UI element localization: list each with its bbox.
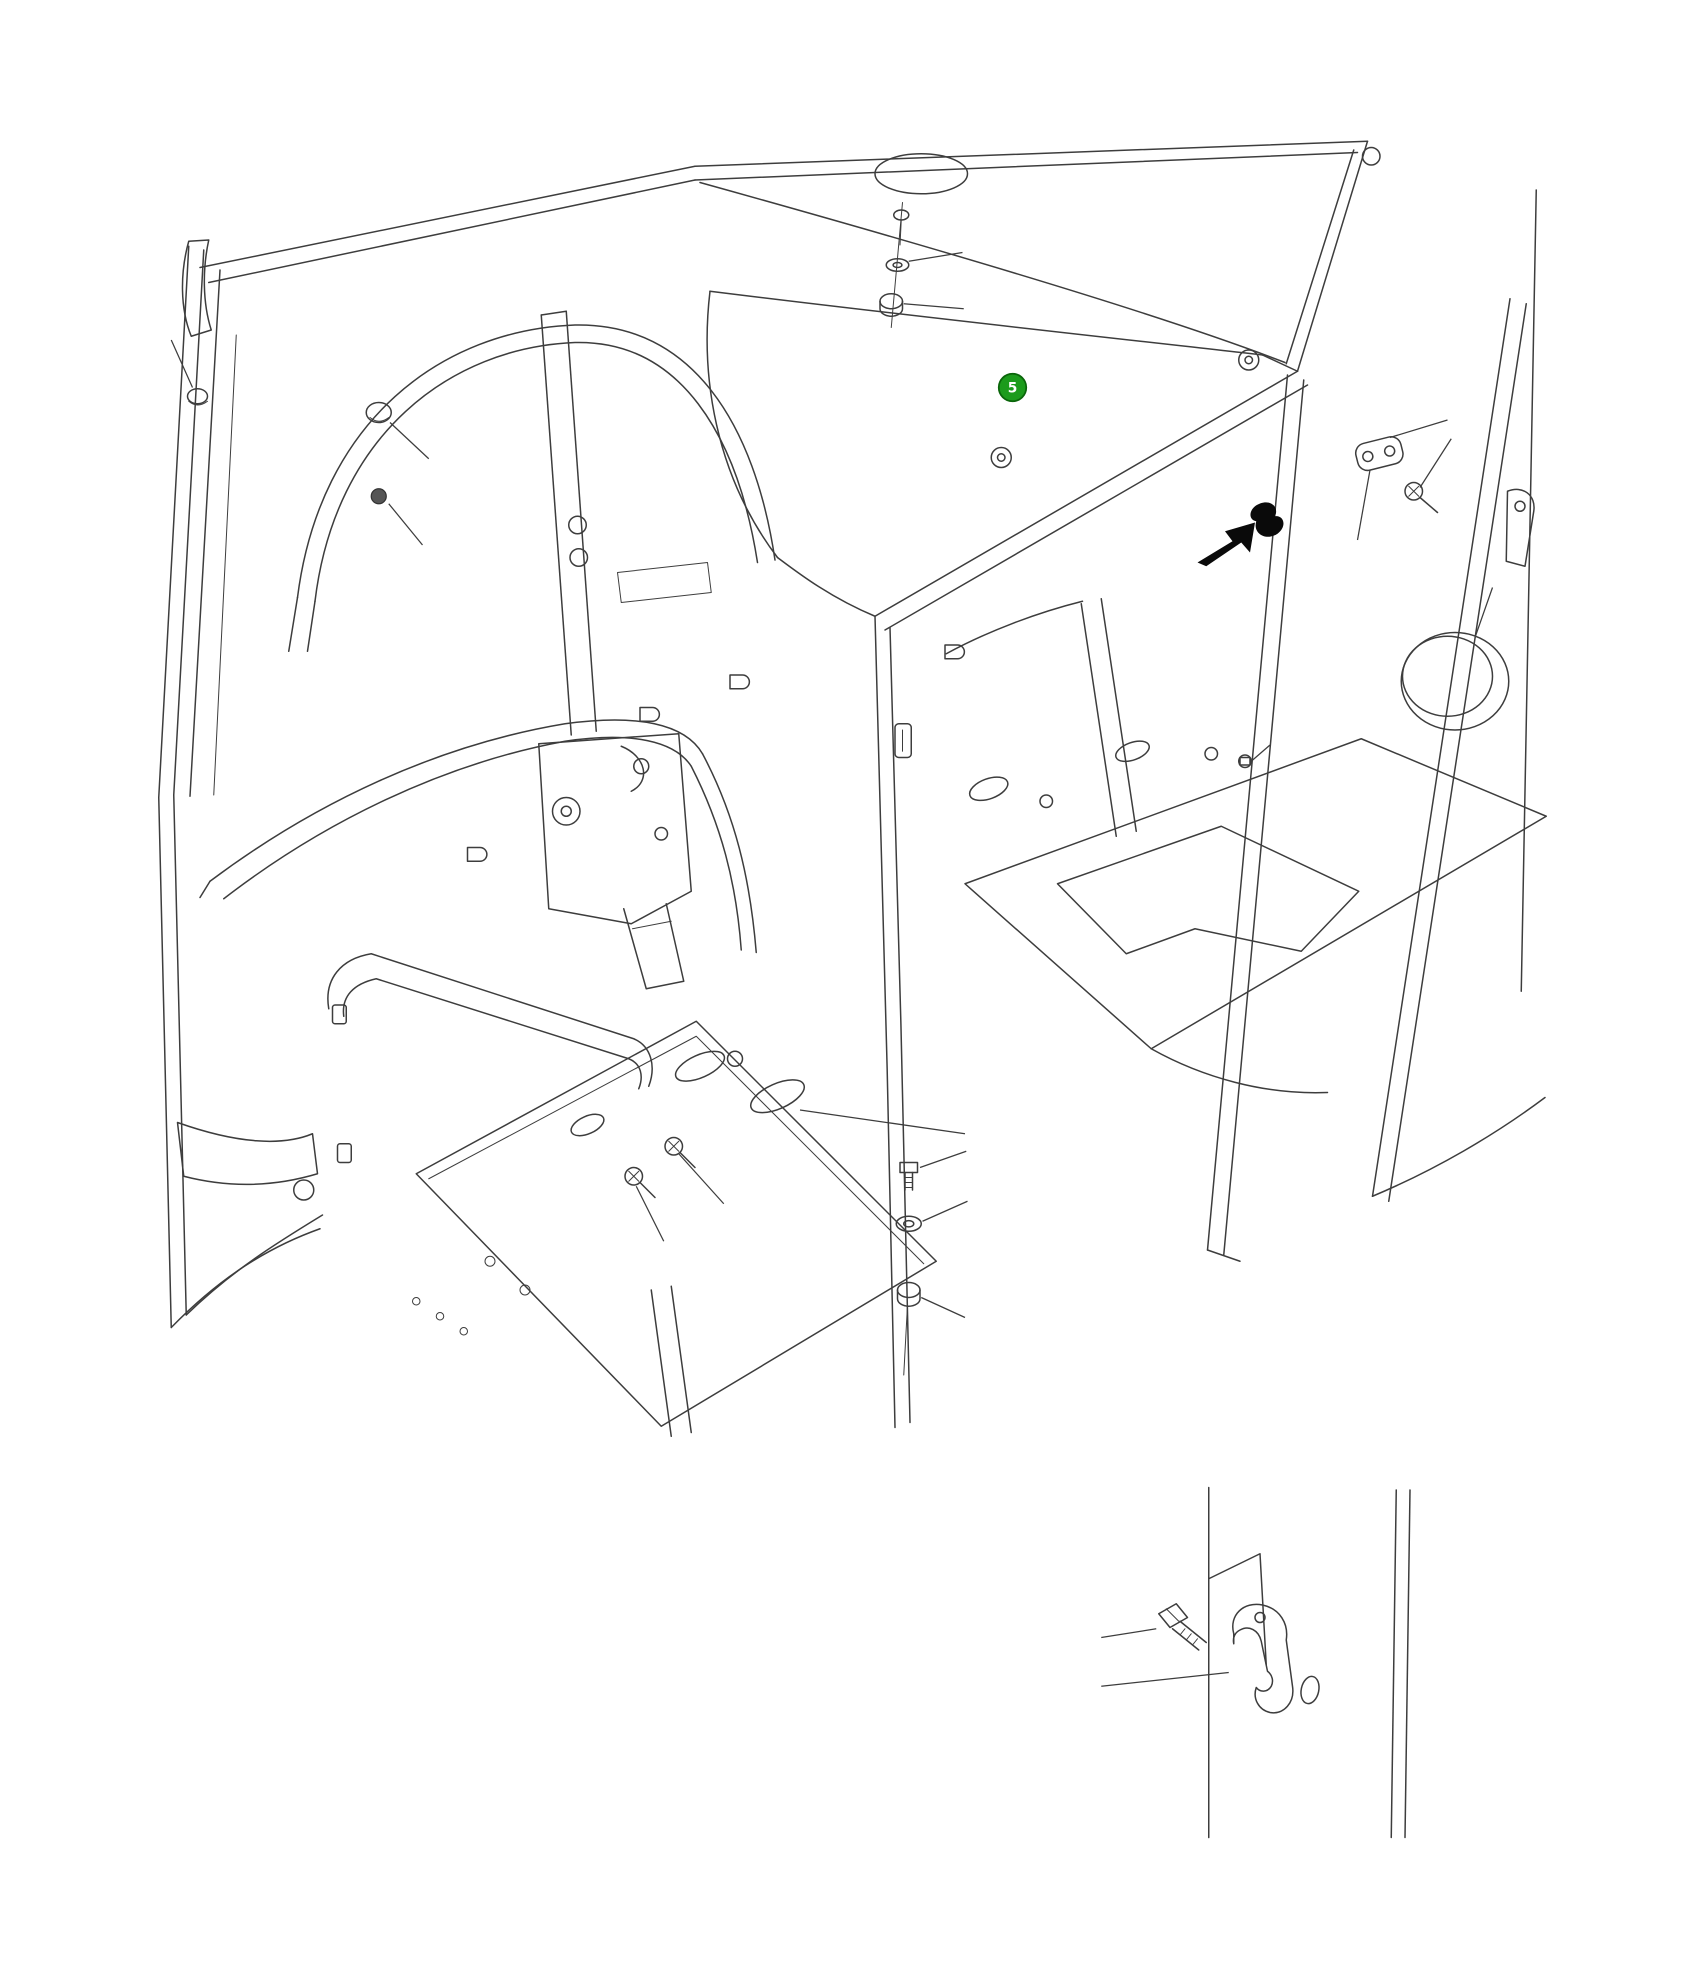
pillar-fastener-callout (1239, 744, 1271, 766)
roof-assembly (181, 140, 1381, 631)
d-clip (639, 706, 661, 722)
part-marker-label: 5 (1008, 381, 1018, 397)
leader-line (1389, 419, 1448, 439)
highlighted-clip (1250, 502, 1284, 537)
pillar-line (1404, 1489, 1411, 1839)
roof-fastener-callout (879, 202, 964, 328)
leader-line (920, 1296, 966, 1319)
hook-detail-drawing (1101, 1486, 1411, 1839)
leader-line (1101, 1671, 1229, 1687)
roof-latch-callout (1354, 419, 1452, 541)
part-marker-5[interactable]: 5 (997, 372, 1028, 403)
leader-line (170, 339, 194, 388)
round-cap-callout (1400, 587, 1510, 731)
handrail (327, 953, 653, 1090)
roof-corner-pivot (1361, 146, 1381, 166)
floor-plate (415, 1020, 937, 1427)
d-clip (466, 846, 488, 862)
right-floor-platform (466, 644, 1547, 1094)
screw-glyph (664, 1136, 684, 1156)
front-lower-posts (650, 615, 911, 1437)
left-plug-callouts (170, 339, 430, 546)
frame-clip (894, 723, 912, 759)
pillar-line (1390, 1489, 1397, 1839)
latch-bracket (538, 733, 692, 990)
panel-corner (1208, 1553, 1267, 1666)
leader-line (1101, 1628, 1157, 1639)
bolt-glyph (899, 1161, 919, 1174)
nut-glyph (896, 1281, 921, 1299)
roof-hole (874, 153, 969, 195)
leader-line (1356, 469, 1371, 541)
left-pillar-door-frame (158, 245, 468, 1336)
leader-line (1419, 438, 1452, 488)
d-clip (944, 644, 966, 660)
roof-left-bracket (181, 239, 212, 337)
door-hinge-lower (336, 1143, 352, 1164)
side-bolt-callout (895, 1150, 968, 1376)
leader-line (388, 503, 423, 546)
latch-plate (1354, 436, 1404, 472)
d-clip (729, 674, 751, 690)
front-arch (288, 324, 776, 652)
roof-label-plate (617, 562, 712, 603)
leader-line (908, 251, 963, 262)
leader-line (799, 1109, 966, 1135)
leader-line (389, 422, 430, 460)
floor-screw-callout (624, 1109, 966, 1242)
bolt-glyph (1239, 756, 1251, 766)
screw-glyph (1404, 481, 1424, 501)
panel-hole (1300, 1675, 1320, 1705)
direction-arrow-icon (1197, 522, 1255, 567)
cap-glyph (1400, 631, 1510, 731)
nut-glyph (879, 293, 904, 310)
platform-cutout (1056, 825, 1360, 955)
door-step (176, 1121, 319, 1186)
nut-glyph (370, 488, 387, 505)
washer-glyph (885, 258, 910, 272)
leader-line (922, 1200, 968, 1222)
door-hinge-upper (331, 1004, 347, 1025)
hook-glyph (1232, 1603, 1294, 1714)
cap-glyph (365, 401, 392, 424)
hook-bolt-glyph (1158, 1603, 1207, 1651)
side-clip (1505, 488, 1535, 567)
leader-line (903, 303, 964, 310)
screw-glyph (624, 1166, 644, 1186)
leader-line (919, 1150, 967, 1169)
plug-glyph (186, 388, 209, 405)
leader-line (678, 1153, 725, 1205)
front-center-post (540, 310, 597, 736)
part-marker-balloon[interactable] (997, 372, 1028, 403)
leader-line (1250, 744, 1271, 762)
leader-line (635, 1185, 665, 1242)
visor-pivot (990, 446, 1012, 469)
washer-glyph (895, 1215, 922, 1232)
fender-arc (199, 719, 757, 954)
leader-line (1474, 587, 1494, 638)
